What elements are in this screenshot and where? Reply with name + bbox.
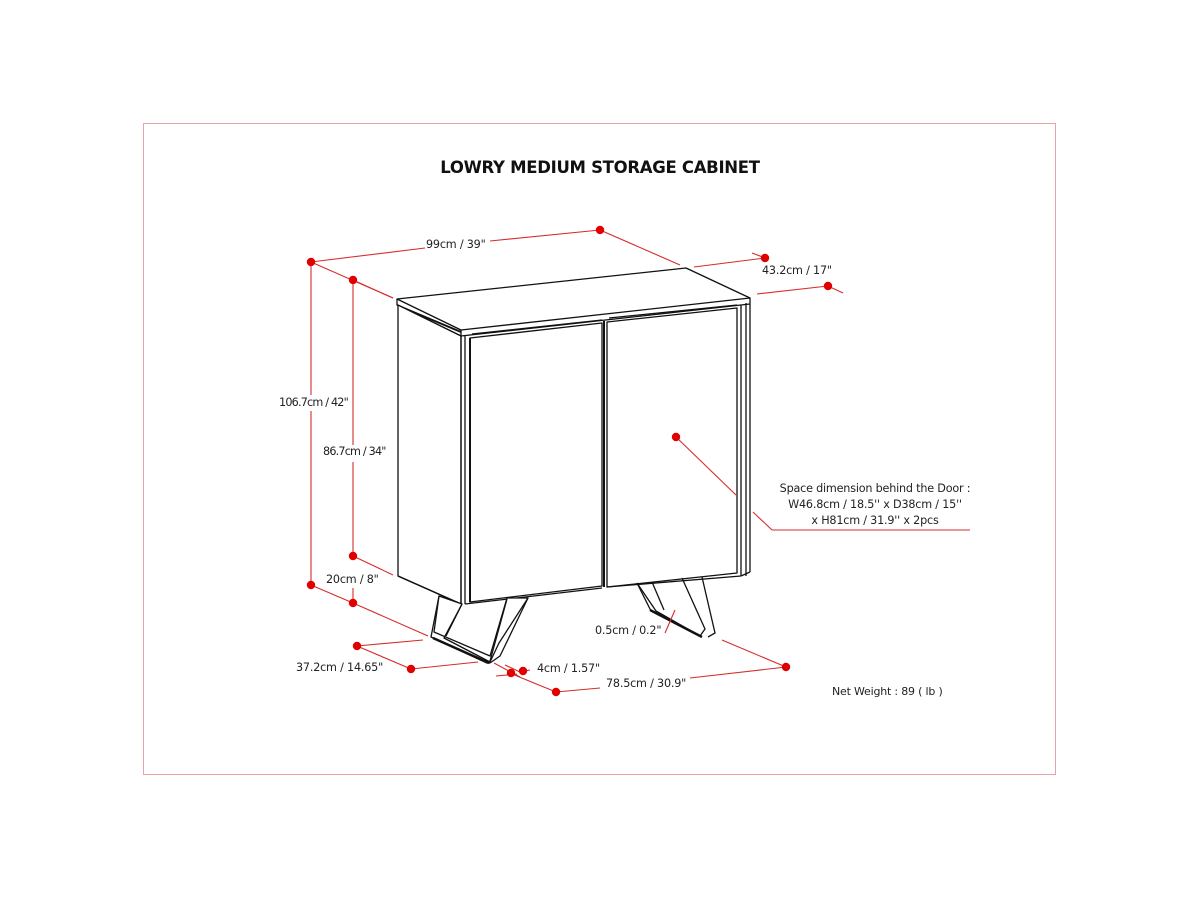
width-label: 99cm / 39" (426, 238, 486, 251)
leg-depth-label: 37.2cm / 14.65" (296, 661, 384, 674)
interior-note-line-3: x H81cm / 31.9'' x 2pcs (811, 514, 939, 527)
leg-height-label: 20cm / 8" (326, 573, 379, 586)
interior-note-line-1: Space dimension behind the Door : (779, 482, 971, 495)
left-leg (433, 595, 529, 663)
cabinet-legs (430, 576, 716, 665)
right-door (606, 307, 738, 588)
dimension-dots (306, 225, 833, 697)
leg-thickness-label: 4cm / 1.57" (537, 662, 600, 675)
depth-label: 43.2cm / 17" (762, 264, 832, 277)
leg-span-label: 78.5cm / 30.9" (606, 677, 687, 690)
leg-wall-label: 0.5cm / 0.2" (595, 624, 662, 637)
cabinet-outline (396, 267, 751, 605)
diagram-title: LOWRY MEDIUM STORAGE CABINET (440, 158, 760, 177)
total-height-label: 106.7cm / 42" (279, 396, 349, 409)
interior-note-line-2: W46.8cm / 18.5'' x D38cm / 15'' (788, 498, 962, 511)
diagram-frame (143, 123, 1056, 775)
cabinet-left-side (397, 304, 462, 605)
net-weight-label: Net Weight : 89 ( lb ) (832, 685, 943, 698)
body-height-label: 86.7cm / 34" (323, 445, 386, 458)
left-door (469, 322, 603, 603)
interior-dimension-note: Space dimension behind the Door : W46.8c… (770, 481, 980, 529)
